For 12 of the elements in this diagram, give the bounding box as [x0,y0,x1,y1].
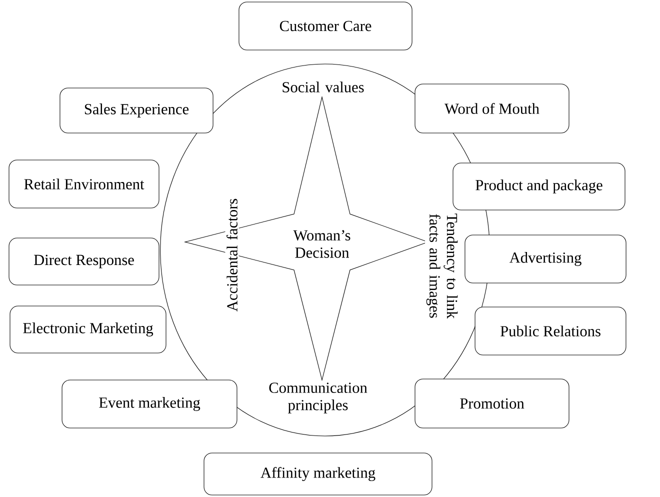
rounded-box: Word of Mouth [414,84,570,134]
rounded-box: Retail Environment [8,160,160,208]
rounded-box: Event marketing [62,380,238,428]
rounded-box: Advertising [464,234,626,284]
rounded-box: Electronic Marketing [10,306,166,354]
rounded-box: Public Relations [474,306,626,356]
rounded-box: Sales Experience [60,88,214,134]
rounded-box: Affinity marketing [204,452,432,496]
rounded-box: Customer Care [238,2,412,50]
rounded-box: Direct Response [8,238,160,286]
rounded-box: Promotion [414,378,570,428]
rounded-box: Product and package [452,162,626,210]
